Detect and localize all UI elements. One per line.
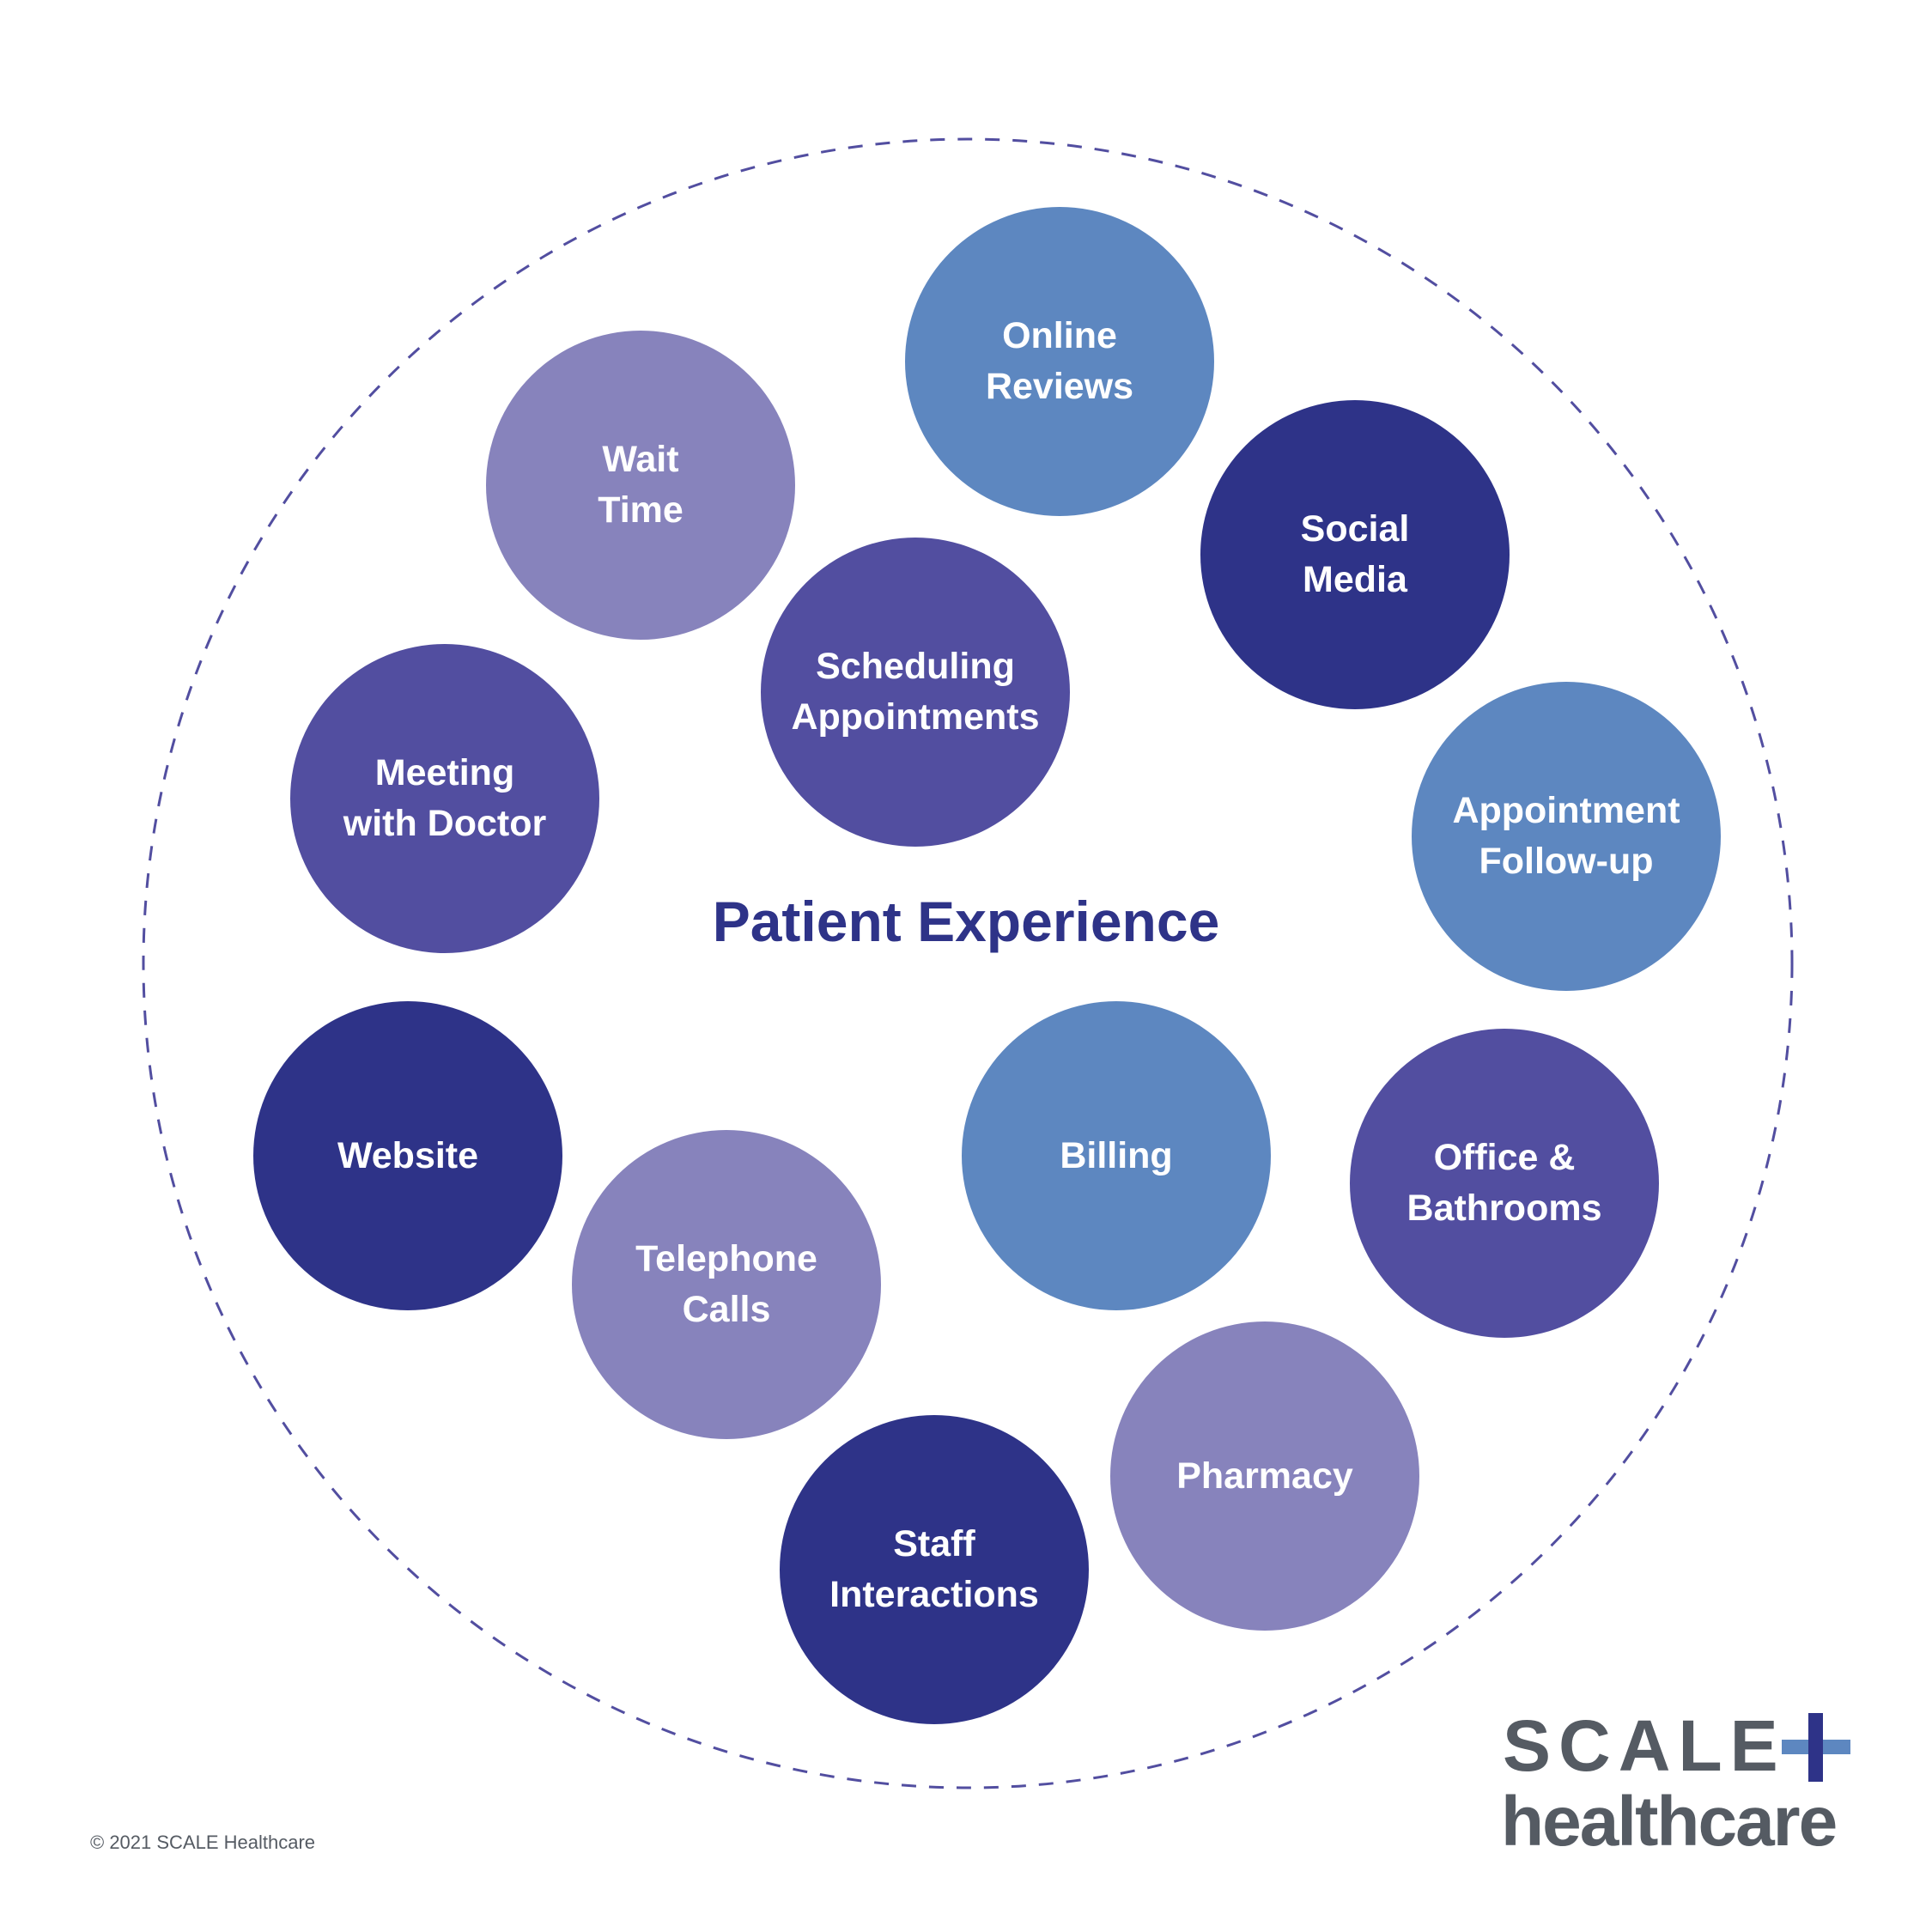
bubble-label-line: Media — [1303, 559, 1407, 600]
bubble-label-line: Social — [1300, 508, 1410, 550]
bubble-meeting-with-doctor: Meeting with Doctor — [290, 644, 599, 953]
bubble-label: Office & Bathrooms — [1407, 1133, 1602, 1234]
bubble-label-line: Bathrooms — [1406, 1188, 1602, 1229]
bubble-label-line: Appointment — [1452, 790, 1680, 831]
bubble-label-line: Staff — [893, 1523, 975, 1564]
bubble-label-line: Follow-up — [1479, 841, 1654, 882]
bubble-label: Website — [337, 1131, 478, 1182]
bubble-label: Pharmacy — [1176, 1451, 1353, 1502]
bubble-label-line: with Doctor — [343, 803, 547, 844]
bubble-label-line: Reviews — [985, 366, 1134, 407]
bubble-label: Meeting with Doctor — [343, 748, 546, 849]
bubble-label-line: Time — [598, 489, 683, 531]
logo-healthcare-text: healthcare — [1501, 1783, 1838, 1861]
bubble-billing: Billing — [962, 1001, 1271, 1310]
bubble-office-bathrooms: Office & Bathrooms — [1350, 1029, 1659, 1338]
bubble-label-line: Website — [337, 1134, 479, 1176]
bubble-label-line: Meeting — [374, 752, 515, 793]
bubble-label-line: Scheduling — [816, 646, 1015, 687]
bubble-label-line: Calls — [682, 1289, 771, 1330]
bubble-label-line: Pharmacy — [1176, 1455, 1353, 1497]
diagram-title: Patient Experience — [712, 890, 1220, 953]
plus-icon — [1782, 1713, 1850, 1782]
bubble-label: Billing — [1060, 1131, 1172, 1182]
bubble-label-line: Billing — [1060, 1134, 1173, 1176]
bubble-label-line: Office & — [1433, 1137, 1576, 1178]
bubble-label-line: Telephone — [635, 1238, 817, 1279]
bubble-label-line: Interactions — [829, 1574, 1039, 1615]
bubble-website: Website — [253, 1001, 562, 1310]
bubble-label-line: Online — [1002, 315, 1117, 356]
scale-healthcare-logo: SCALE healthcare — [1494, 1704, 1855, 1876]
copyright-text: © 2021 SCALE Healthcare — [90, 1832, 316, 1853]
bubble-pharmacy: Pharmacy — [1110, 1321, 1419, 1631]
bubble-label-line: Appointments — [791, 696, 1040, 738]
bubble-label-line: Wait — [602, 439, 679, 480]
logo-scale-text: SCALE — [1503, 1705, 1786, 1786]
